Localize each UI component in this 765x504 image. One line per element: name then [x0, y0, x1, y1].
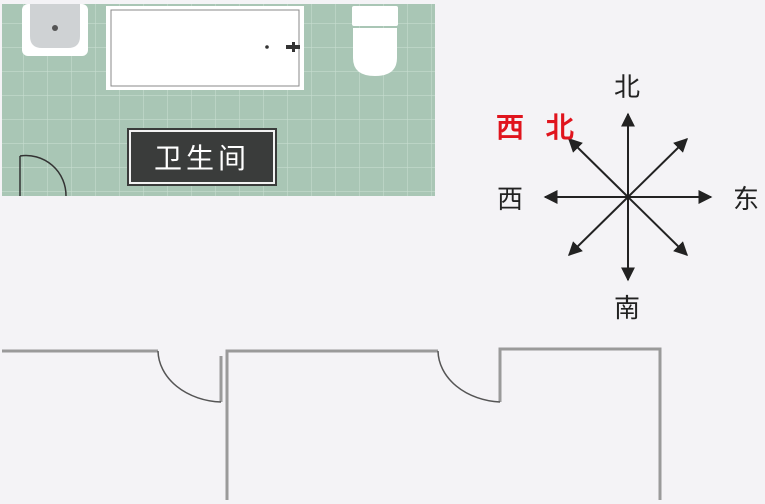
door-swing-icon	[19, 154, 67, 197]
compass-diagram	[543, 112, 713, 282]
bathtub-icon	[106, 6, 304, 90]
compass-label-north: 北	[614, 73, 641, 103]
compass-label-south: 南	[614, 294, 641, 324]
sink-icon	[22, 4, 88, 56]
bathroom-area	[2, 4, 435, 197]
toilet-icon	[352, 6, 398, 76]
compass-label-northwest: 西 北	[496, 111, 580, 144]
compass-label-west: 西	[497, 185, 524, 215]
bottom-door-swings	[157, 350, 501, 403]
compass-arrow-southeast	[627, 196, 688, 256]
room-label-bathroom: 卫生间	[129, 130, 275, 184]
compass-arrow-northeast	[627, 138, 688, 198]
compass-arrow-northwest	[568, 138, 629, 198]
compass-label-east: 东	[733, 185, 760, 215]
room-label-text: 卫生间	[153, 142, 250, 175]
compass-arrow-southwest	[568, 196, 629, 256]
bottom-walls	[2, 347, 662, 500]
